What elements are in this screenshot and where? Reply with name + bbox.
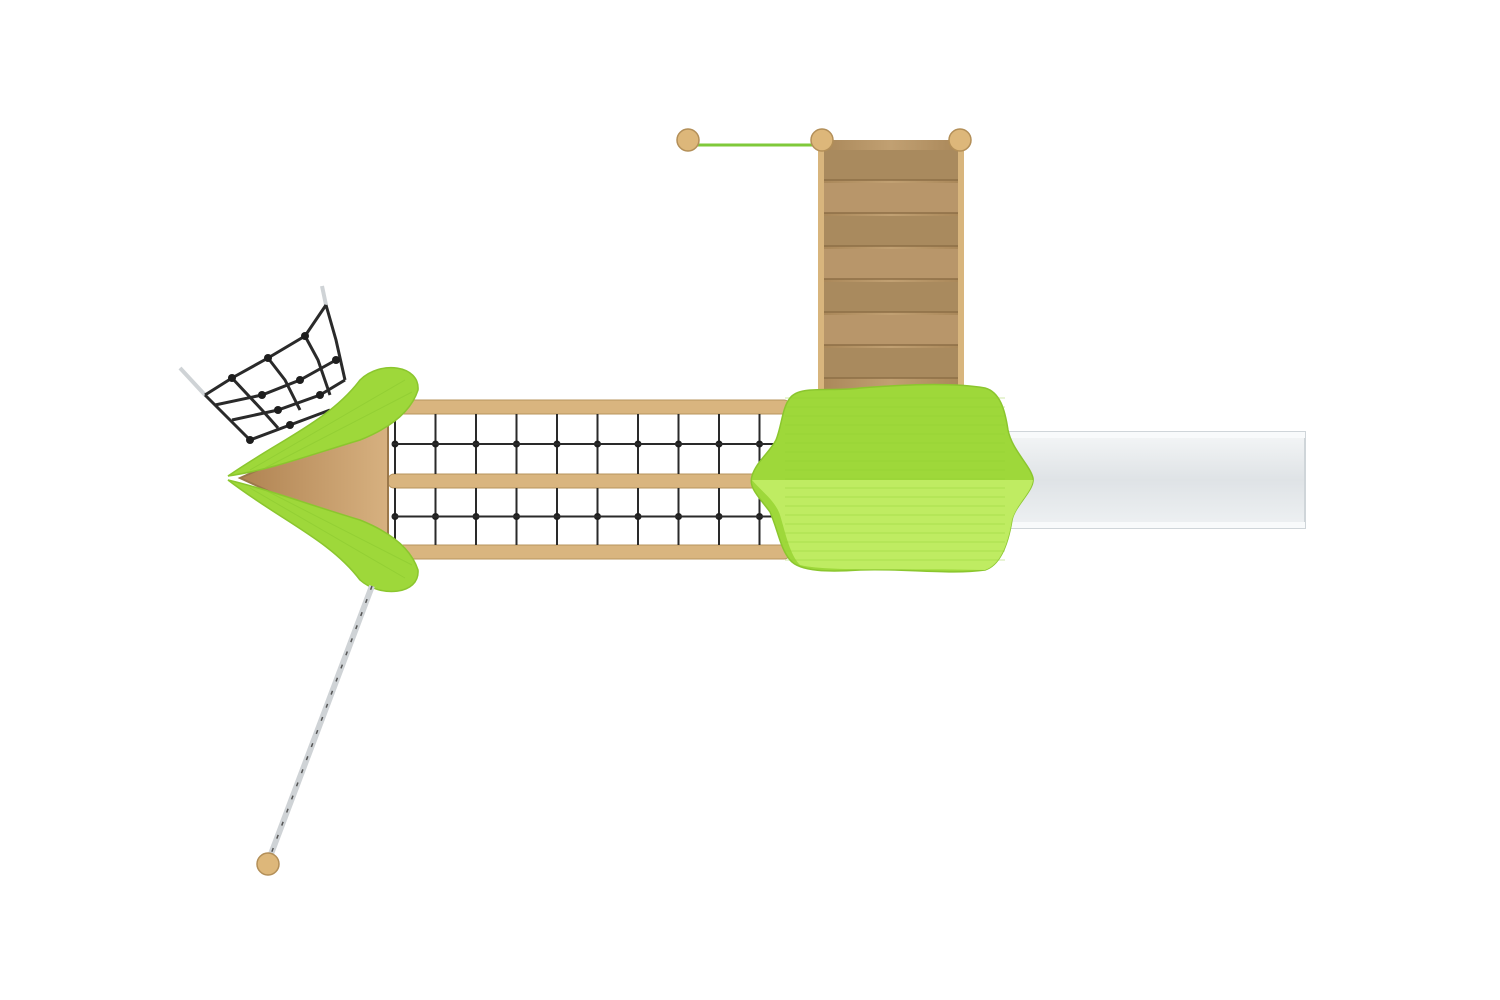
diagonal-cable: [256, 584, 375, 876]
cargo-net: [391, 414, 778, 545]
stair-tread: [824, 249, 958, 279]
stair-tread: [824, 216, 958, 246]
stair-tread: [824, 315, 958, 345]
post-bottom: [256, 852, 280, 876]
post-top: [810, 128, 834, 152]
right-roof: [750, 383, 1034, 573]
top-cable: [676, 128, 822, 152]
stair-tread: [824, 282, 958, 312]
slide: [999, 431, 1306, 529]
stair-tread: [824, 150, 958, 180]
climbing-net: [178, 285, 347, 444]
roof-planks: [785, 397, 1005, 561]
stair-tread: [824, 183, 958, 213]
stair-tread: [824, 348, 958, 378]
stair-treads: [824, 150, 958, 379]
left-roof: [227, 366, 419, 593]
post-top: [948, 128, 972, 152]
net-bridge: [387, 399, 791, 560]
stairs: [810, 128, 972, 390]
